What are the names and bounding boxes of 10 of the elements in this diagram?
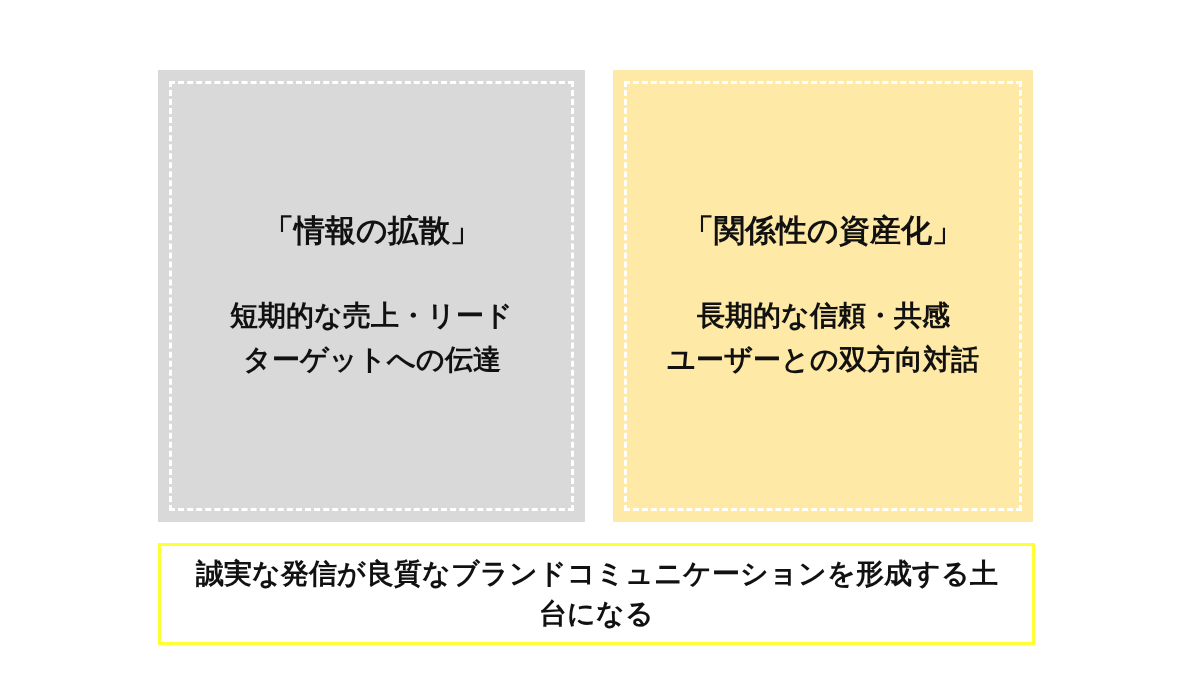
panel-text: ターゲットへの伝達 bbox=[242, 342, 501, 378]
note-text: 誠実な発信が良質なブランドコミュニケーションを形成する土台になる bbox=[194, 556, 999, 632]
panel-text: 長期的な信頼・共感 bbox=[696, 298, 950, 334]
note-box bbox=[158, 543, 1035, 645]
panel-text: 短期的な売上・リード bbox=[230, 298, 513, 334]
panel-heading: 「関係性の資産化」 bbox=[683, 211, 963, 250]
panel-box bbox=[613, 70, 1033, 522]
panel-heading: 「情報の拡散」 bbox=[262, 211, 481, 250]
panel-text: ユーザーとの双方向対話 bbox=[667, 342, 979, 378]
panel-box bbox=[158, 70, 585, 522]
